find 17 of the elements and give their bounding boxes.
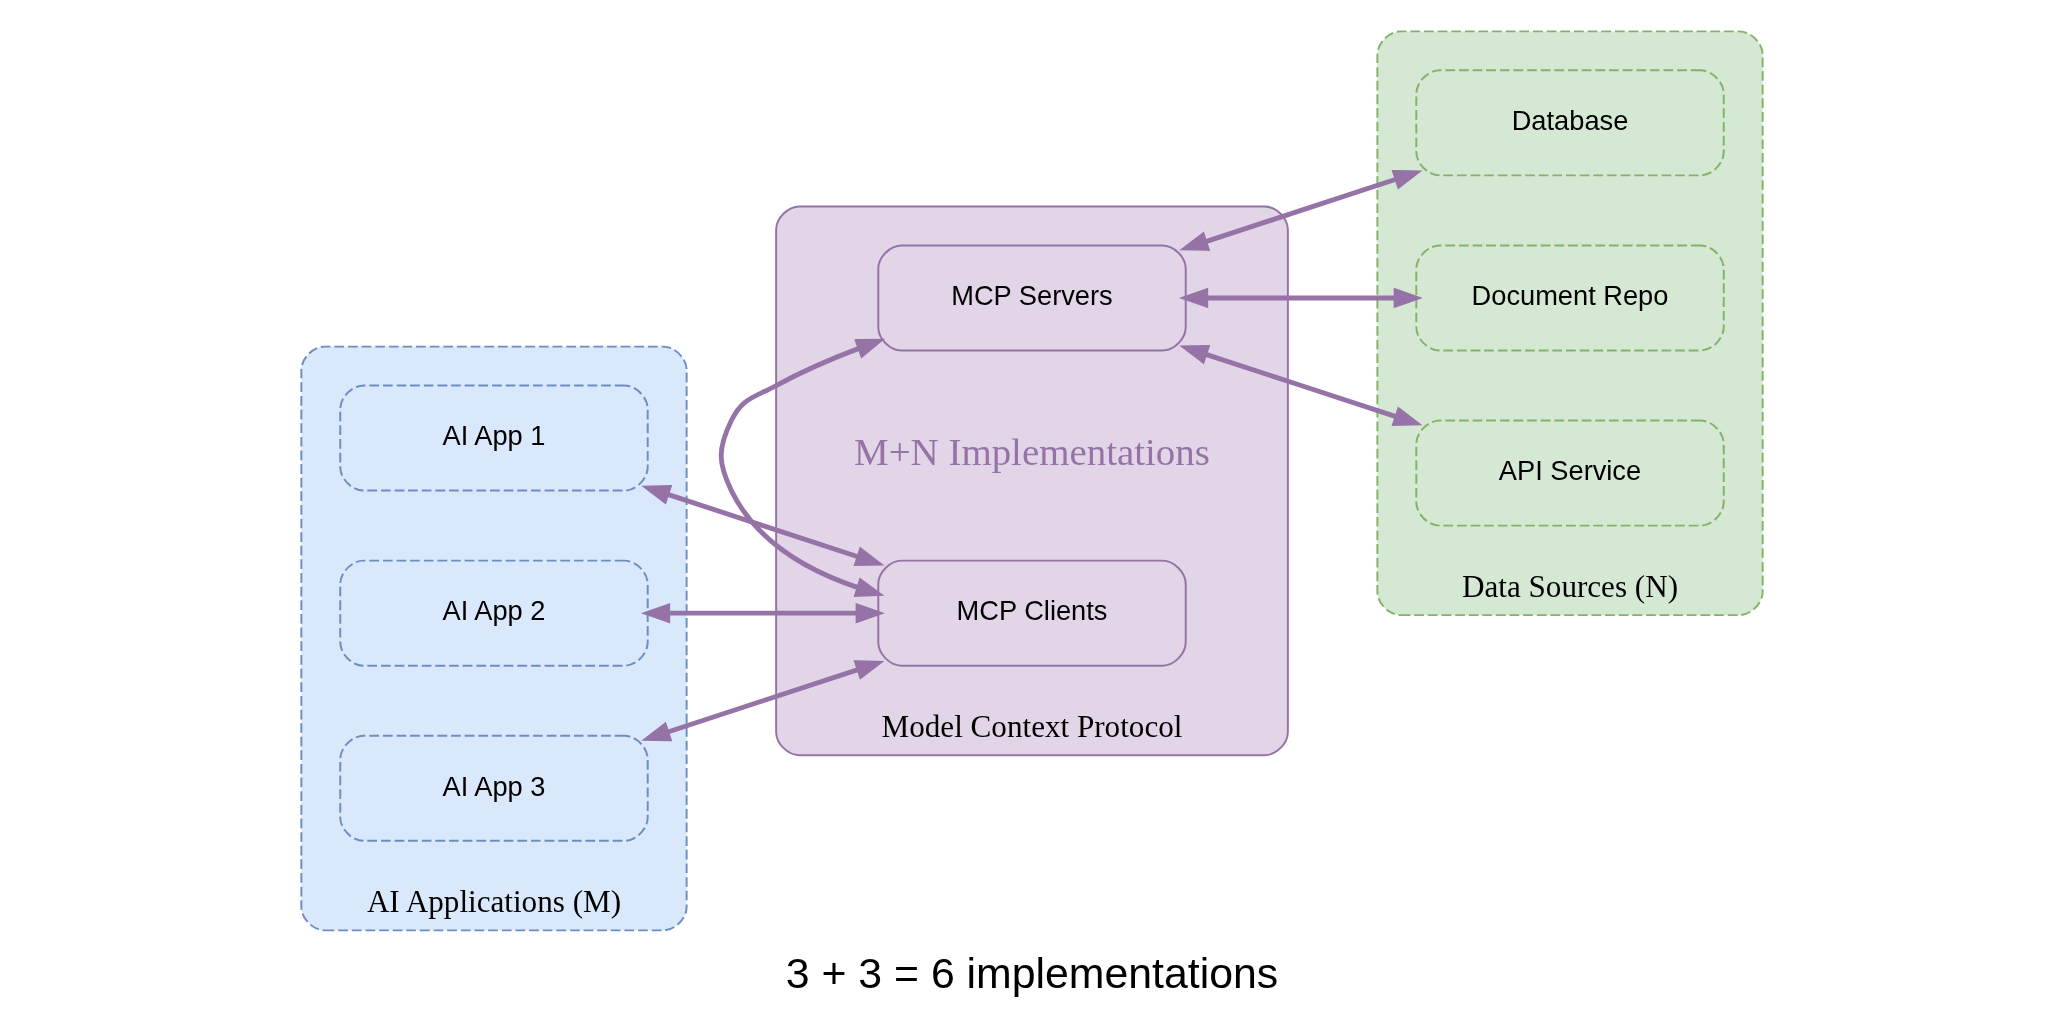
arrow	[1178, 345, 1422, 426]
node-box: AI App 1	[338, 384, 649, 492]
node-box: Document Repo	[1414, 244, 1725, 352]
caption: 3 + 3 = 6 implementations	[785, 948, 1278, 997]
arrow	[640, 602, 885, 624]
arrow	[718, 338, 885, 597]
label: M+N Implementations	[853, 430, 1210, 474]
node-box: AI App 2	[338, 559, 649, 667]
arrow	[640, 485, 884, 567]
node-box: AI App 3	[338, 734, 649, 842]
arrow	[640, 660, 884, 742]
node-box: MCP Servers	[876, 244, 1187, 352]
arrow	[1178, 287, 1423, 309]
node-box: API Service	[1414, 419, 1725, 527]
arrow	[1178, 169, 1422, 251]
node-box: MCP Clients	[876, 559, 1187, 667]
node-box: Database	[1414, 69, 1725, 177]
